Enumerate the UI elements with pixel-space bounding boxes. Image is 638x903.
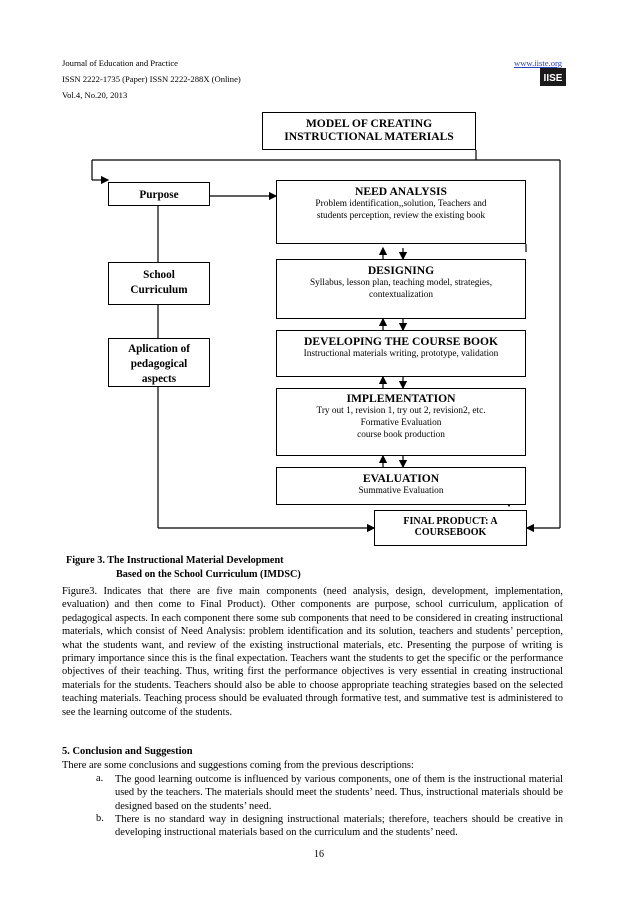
section-intro: There are some conclusions and suggestio… xyxy=(62,760,414,771)
designing-title: DESIGNING xyxy=(367,264,435,277)
application-line2: pedagogical xyxy=(130,358,188,370)
implementation-box: IMPLEMENTATION Try out 1, revision 1, tr… xyxy=(276,388,526,456)
developing-line1: Instructional materials writing, prototy… xyxy=(303,349,499,359)
school-curriculum-box: School Curriculum xyxy=(108,262,210,305)
issn-line: ISSN 2222-1735 (Paper) ISSN 2222-288X (O… xyxy=(62,74,241,84)
application-line1: Aplication of xyxy=(128,343,190,355)
volume-line: Vol.4, No.20, 2013 xyxy=(62,90,128,100)
need-analysis-title: NEED ANALYSIS xyxy=(354,185,448,198)
list-item-b: There is no standard way in designing in… xyxy=(115,814,563,839)
need-analysis-box: NEED ANALYSIS Problem identification,,so… xyxy=(276,180,526,244)
application-box: Aplication of pedagogical aspects xyxy=(108,338,210,387)
purpose-box: Purpose xyxy=(108,182,210,206)
journal-url-link[interactable]: www.iiste.org xyxy=(514,58,562,68)
developing-title: DEVELOPING THE COURSE BOOK xyxy=(303,335,499,348)
developing-box: DEVELOPING THE COURSE BOOK Instructional… xyxy=(276,330,526,377)
application-line3: aspects xyxy=(141,373,177,385)
evaluation-title: EVALUATION xyxy=(362,472,440,485)
list-marker-b: b. xyxy=(96,813,104,824)
model-title-line1: MODEL OF CREATING xyxy=(305,117,433,130)
final-product-box: FINAL PRODUCT: A COURSEBOOK xyxy=(374,510,527,546)
model-title-box: MODEL OF CREATING INSTRUCTIONAL MATERIAL… xyxy=(262,112,476,150)
evaluation-line1: Summative Evaluation xyxy=(358,486,444,496)
list-item-a: The good learning outcome is influenced … xyxy=(115,774,563,812)
body-paragraph: Figure3. Indicates that there are five m… xyxy=(62,586,563,718)
final-product-line1: FINAL PRODUCT: A xyxy=(403,516,498,527)
logo-text: IISE xyxy=(544,73,563,84)
page-number: 16 xyxy=(314,849,324,860)
figure-caption-line1: Figure 3. The Instructional Material Dev… xyxy=(66,555,284,566)
need-analysis-line2: students perception, review the existing… xyxy=(316,211,486,221)
need-analysis-line1: Problem identification,,solution, Teache… xyxy=(315,199,487,209)
model-title-line2: INSTRUCTIONAL MATERIALS xyxy=(284,130,454,143)
evaluation-box: EVALUATION Summative Evaluation xyxy=(276,467,526,505)
implementation-line1: Try out 1, revision 1, try out 2, revisi… xyxy=(316,406,486,416)
final-product-line2: COURSEBOOK xyxy=(414,527,487,538)
section-heading: 5. Conclusion and Suggestion xyxy=(62,746,193,757)
implementation-line2: Formative Evaluation xyxy=(360,418,442,428)
iiste-logo: IISE xyxy=(540,68,566,86)
implementation-title: IMPLEMENTATION xyxy=(346,392,456,405)
designing-box: DESIGNING Syllabus, lesson plan, teachin… xyxy=(276,259,526,319)
designing-line2: contextualization xyxy=(368,290,434,300)
list-marker-a: a. xyxy=(96,773,104,784)
purpose-label: Purpose xyxy=(139,189,179,201)
designing-line1: Syllabus, lesson plan, teaching model, s… xyxy=(309,278,493,288)
figure-caption-line2: Based on the School Curriculum (IMDSC) xyxy=(116,569,301,580)
journal-name: Journal of Education and Practice xyxy=(62,58,178,68)
school-curriculum-line1: School xyxy=(143,269,175,281)
implementation-line3: course book production xyxy=(357,430,445,440)
school-curriculum-line2: Curriculum xyxy=(130,284,188,296)
